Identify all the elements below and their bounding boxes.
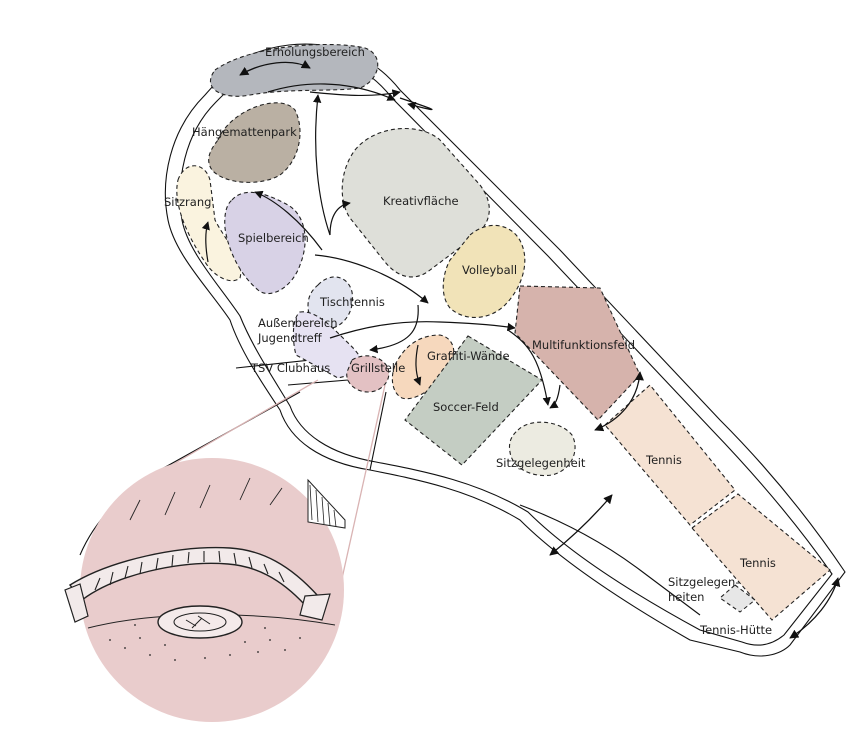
zone-spielbereich: [224, 191, 306, 295]
zone-soccer: [404, 335, 543, 466]
label-sitzgelegenheiten-2: heiten: [668, 590, 704, 604]
label-haengemattenpark: Hängemattenpark: [192, 125, 297, 139]
label-multifunktionsfeld: Multifunktionsfeld: [532, 338, 635, 352]
path-arrows: [201, 60, 841, 639]
label-graffiti-waende: Graffiti-Wände: [427, 349, 510, 363]
zone-tischtennis: [307, 276, 354, 329]
inset-circle: [80, 458, 344, 722]
label-sitzgelegenheiten-1: Sitzgelegen-: [668, 575, 740, 589]
label-erholungsbereich: Erholungsbereich: [265, 45, 365, 59]
label-tennis-1: Tennis: [645, 453, 682, 467]
label-spielbereich: Spielbereich: [238, 231, 309, 245]
label-jugendtreff: Jugendtreff: [257, 331, 323, 345]
zone-jugendtreff: [292, 311, 364, 379]
zone-volleyball: [442, 225, 526, 318]
zone-sitzgelegenheit: [508, 421, 576, 477]
label-tsv-clubhaus: TSV Clubhaus: [250, 361, 330, 375]
zone-haengemattenpark: [208, 102, 301, 183]
zone-grillstelle: [346, 355, 390, 393]
label-tennis-2: Tennis: [739, 556, 776, 570]
map-labels: Erholungsbereich Hängemattenpark Sitzran…: [164, 45, 776, 637]
zone-multifunktionsfeld: [514, 285, 641, 421]
label-sitzrang: Sitzrang: [164, 195, 211, 209]
label-tischtennis: Tischtennis: [319, 295, 385, 309]
label-volleyball: Volleyball: [462, 263, 517, 277]
arrow-erholung-loop: [239, 60, 311, 76]
label-grillstelle: Grillstelle: [351, 361, 405, 375]
park-boundary: [164, 43, 846, 657]
label-kreativflaeche: Kreativfläche: [383, 194, 459, 208]
label-aussenbereich: Außenbereich: [258, 316, 338, 330]
zone-tennis-huette: [719, 584, 756, 613]
arrow-multi-tennis: [594, 371, 644, 432]
label-sitzgelegenheit: Sitzgelegenheit: [496, 456, 586, 470]
zones: [176, 43, 831, 621]
arrow-lower-field: [549, 494, 613, 556]
inset-detail: [64, 379, 386, 722]
arrow-tennis-huette: [789, 577, 841, 639]
label-tennis-huette: Tennis-Hütte: [699, 623, 772, 637]
label-soccer-feld: Soccer-Feld: [433, 400, 499, 414]
